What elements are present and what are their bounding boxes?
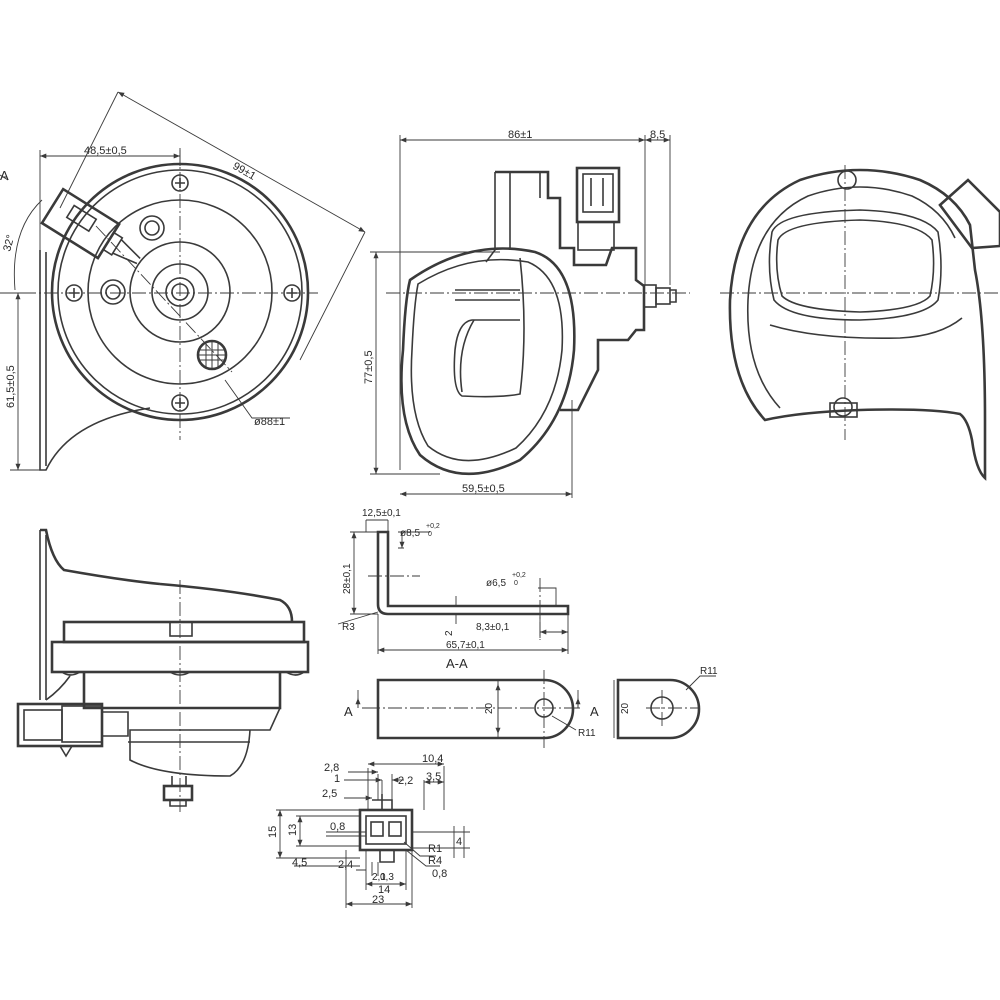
dim-0-8-right: 0,8 [432, 868, 447, 880]
dim-48-5: 48,5±0,5 [84, 145, 127, 157]
dim-dia-88: ø88±1 [254, 416, 285, 428]
bracket-end-view [613, 675, 716, 740]
bracket-plan [355, 670, 581, 748]
dim-32-deg: 32° [1, 234, 17, 253]
dim-dia-6-5: ø6,5 [486, 578, 506, 589]
rear-view [720, 165, 1000, 481]
dim-20-end: 20 [620, 702, 631, 714]
dim-r1: R1 [428, 843, 442, 855]
bracket-profile [337, 519, 570, 654]
dim-86: 86±1 [508, 129, 532, 141]
dim-28: 28±0,1 [342, 563, 353, 594]
dim-1: 1 [334, 773, 340, 785]
dim-10-4: 10,4 [422, 753, 443, 765]
dim-r4: R4 [428, 855, 442, 867]
section-marker-a: A [0, 168, 9, 183]
dim-dia-6-5-tol-lower: 0 [514, 580, 518, 587]
dim-thickness-2: 2 [444, 630, 455, 636]
dim-dia-8-5: ø8,5 [400, 528, 420, 539]
front-view [0, 91, 366, 471]
arrow-label-a-right: A [590, 704, 599, 719]
dim-3-5: 3,5 [426, 771, 441, 783]
dim-0-3: 0,3 [380, 872, 394, 883]
dim-2-2: 2,2 [398, 775, 413, 787]
dim-2-1: 2,1 [372, 872, 386, 883]
dim-15: 15 [267, 826, 279, 838]
dim-20-plan: 20 [484, 702, 495, 714]
dim-12-5: 12,5±0,1 [362, 508, 401, 519]
dim-r3: R3 [342, 622, 355, 633]
section-aa-label: A-A [446, 656, 468, 671]
dim-14: 14 [378, 884, 390, 896]
dim-2-4: 2,4 [338, 859, 353, 871]
dim-13: 13 [287, 824, 299, 836]
dim-0-8-left: 0,8 [330, 821, 345, 833]
dim-4: 4 [456, 836, 462, 848]
bottom-view [16, 528, 310, 812]
connector-detail [276, 761, 470, 908]
arrow-label-a-left: A [344, 704, 353, 719]
dim-65-7: 65,7±0,1 [446, 640, 485, 651]
dim-8-5: 8,5 [650, 129, 665, 141]
dim-61-5: 61,5±0,5 [5, 365, 17, 408]
dim-77: 77±0,5 [363, 350, 375, 384]
dim-99: 99±1 [231, 160, 258, 183]
dim-r11-plan: R11 [578, 728, 596, 739]
dim-23: 23 [372, 894, 384, 906]
dim-dia-8-5-tol-upper: +0,2 [426, 523, 440, 530]
dim-4-5: 4,5 [292, 857, 307, 869]
side-view [370, 135, 690, 498]
dim-dia-8-5-tol-lower: 0 [428, 531, 432, 538]
dim-r11-end: R11 [700, 666, 718, 677]
dim-2-5: 2,5 [322, 788, 337, 800]
dim-2-8: 2,8 [324, 762, 339, 774]
dim-59-5: 59,5±0,5 [462, 483, 505, 495]
dim-8-3: 8,3±0,1 [476, 622, 510, 633]
dim-dia-6-5-tol-upper: +0,2 [512, 572, 526, 579]
